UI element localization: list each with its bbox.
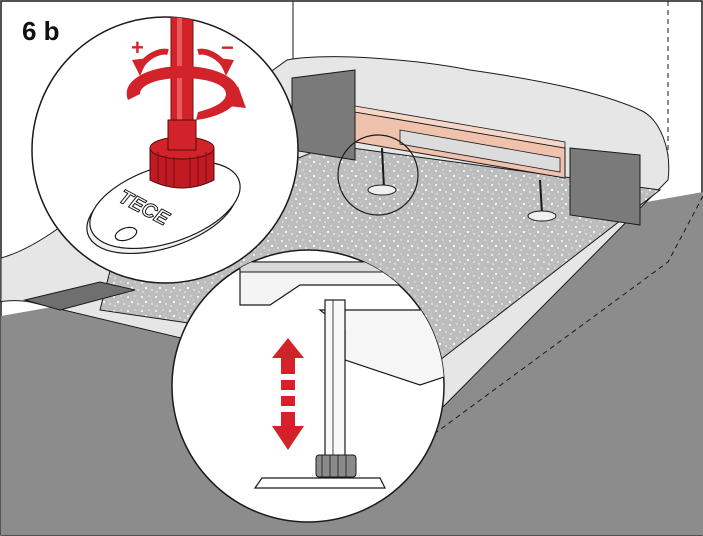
channel-foot-left	[367, 147, 397, 196]
foot-base-plate	[253, 477, 386, 489]
back-panel-left	[291, 69, 356, 161]
threaded-spindle	[149, 17, 215, 189]
zoom-circle-adjustment: TECE	[31, 16, 299, 284]
slab-edge-strip	[23, 281, 136, 311]
foot-nut-ridges	[321, 455, 347, 477]
step-label: 6 b	[22, 16, 60, 46]
rotation-arrow-icon	[126, 66, 246, 120]
minus-arrow-head	[218, 58, 234, 76]
foot-post	[324, 299, 346, 461]
channel-foot-right	[527, 179, 557, 222]
plus-symbol: +	[131, 35, 144, 60]
detail-callout-circle	[337, 134, 419, 216]
shower-channel-top	[354, 105, 566, 149]
step-label-bg	[18, 14, 76, 44]
double-headed-vertical-arrow-icon	[272, 338, 304, 450]
minus-symbol: −	[221, 35, 234, 60]
channel-frame	[399, 129, 561, 173]
plus-arrow-head	[132, 58, 148, 76]
floor-dashed-outline	[429, 195, 703, 438]
back-panel-right	[569, 147, 641, 226]
